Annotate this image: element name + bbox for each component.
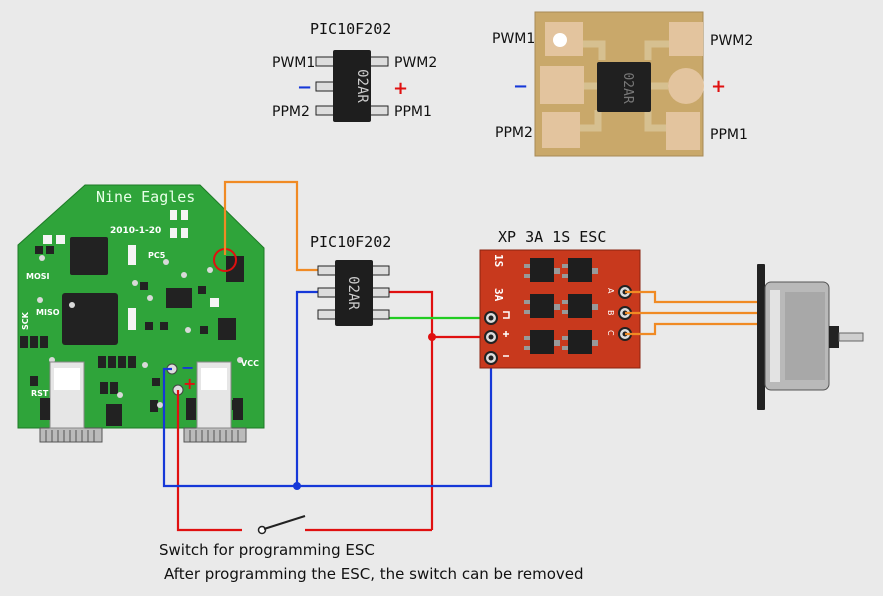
motor-wires xyxy=(625,290,760,336)
top-pinout: PIC10F202 02AR PWM1 PWM2 PPM2 PPM1 − + xyxy=(272,20,437,122)
esc-label-1s: 1S xyxy=(492,254,505,267)
wire-orange-ppm xyxy=(223,180,320,272)
top-pin-ppm2: PPM2 xyxy=(272,104,310,120)
programming-switch xyxy=(257,515,306,535)
top-chip: 02AR xyxy=(315,50,389,122)
esc-label-c: C xyxy=(606,330,615,336)
photo-plus-sign: + xyxy=(711,76,726,97)
photo-pin-ppm2: PPM2 xyxy=(495,125,533,141)
mid-chip-title: PIC10F202 xyxy=(310,233,391,251)
photo-minus-sign: − xyxy=(513,76,528,97)
photo-pin-pwm1: PWM1 xyxy=(492,31,535,47)
top-plus-sign: + xyxy=(393,78,408,99)
receiver-board: Nine Eagles 2010-1-20 PC5 MOSI SCK MISO … xyxy=(17,184,265,443)
chip-photo: 02AR PWM1 PWM2 PPM2 PPM1 − + xyxy=(492,11,753,157)
top-minus-sign: − xyxy=(297,77,312,98)
board-label-sck: SCK xyxy=(21,311,30,330)
brushless-motor xyxy=(757,264,864,410)
photo-chip-marking: 02AR xyxy=(620,72,635,103)
wires xyxy=(162,180,493,535)
photo-pin-pwm2: PWM2 xyxy=(710,33,753,49)
mid-chip: PIC10F202 02AR xyxy=(310,233,391,326)
board-label-miso: MISO xyxy=(36,308,60,317)
esc-label-3a: 3A xyxy=(492,288,505,302)
board-date: 2010-1-20 xyxy=(110,226,161,236)
board-brand: Nine Eagles xyxy=(96,188,195,206)
mid-chip-marking: 02AR xyxy=(345,276,361,310)
top-pin-pwm2: PWM2 xyxy=(394,55,437,71)
board-label-rst: RST xyxy=(31,389,49,398)
board-plus-sign: + xyxy=(183,374,196,393)
top-pinout-title: PIC10F202 xyxy=(310,20,391,38)
board-label-vcc: VCC xyxy=(241,359,259,368)
esc-label-a: A xyxy=(606,288,615,294)
wire-blue-minus-chip xyxy=(295,290,320,486)
wire-red-plus-chip xyxy=(388,290,434,530)
wire-red-plus-board xyxy=(176,390,242,532)
photo-pin-ppm1: PPM1 xyxy=(710,127,748,143)
esc-title: XP 3A 1S ESC xyxy=(498,228,606,246)
board-label-pc5: PC5 xyxy=(148,251,166,260)
switch-caption: Switch for programming ESC xyxy=(159,541,375,559)
top-pin-pwm1: PWM1 xyxy=(272,55,315,71)
board-minus-sign: − xyxy=(181,358,194,377)
esc-label-b: B xyxy=(606,310,615,316)
removal-note-caption: After programming the ESC, the switch ca… xyxy=(164,565,584,583)
wire-blue-minus-board xyxy=(162,358,493,488)
board-label-mosi: MOSI xyxy=(26,272,50,281)
top-chip-marking: 02AR xyxy=(354,69,370,103)
esc-board: XP 3A 1S ESC 1S 3A xyxy=(479,228,641,369)
top-pin-ppm1: PPM1 xyxy=(394,104,432,120)
